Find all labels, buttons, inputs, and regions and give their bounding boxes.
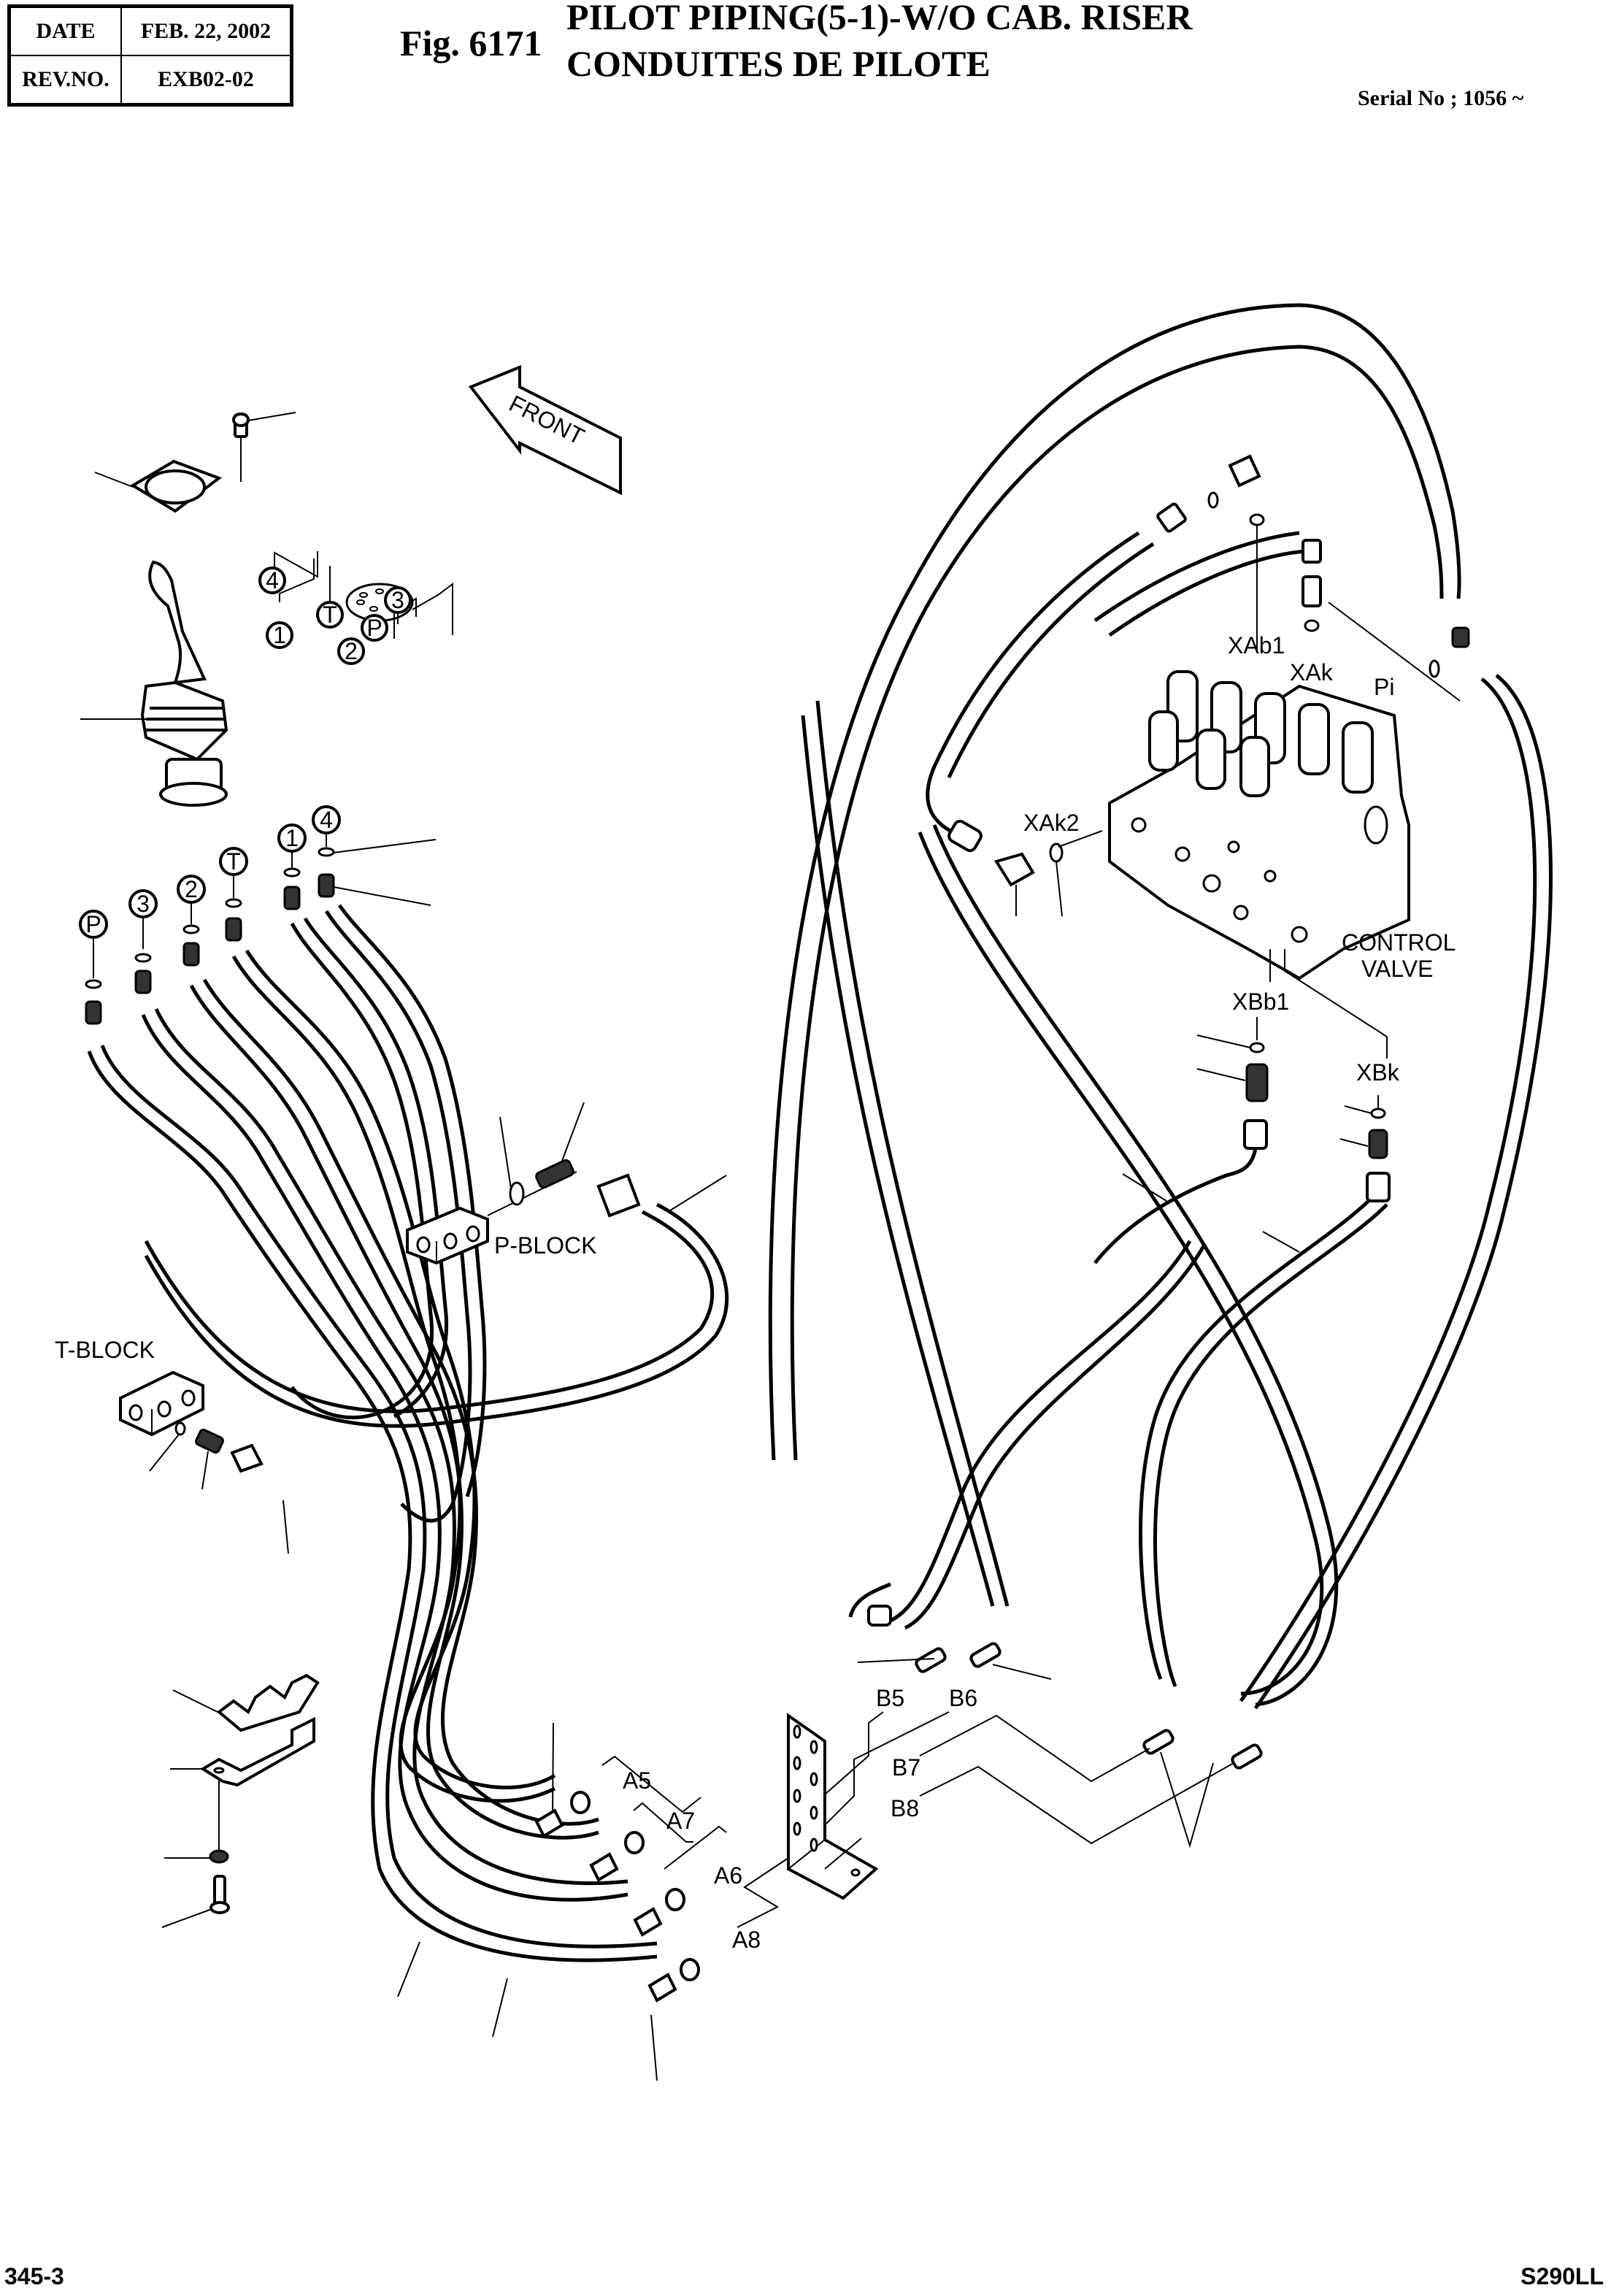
control-valve-label-2: VALVE xyxy=(1361,956,1433,982)
port-label-xbb1: XBb1 xyxy=(1232,988,1289,1015)
figure-number: Fig. 6171 xyxy=(400,23,542,64)
fitting-label-4: 4 xyxy=(312,805,437,906)
a-port-nuts: A5 A7 A6 A8 xyxy=(397,1722,789,2081)
svg-text:P: P xyxy=(366,615,382,641)
bolt-icon xyxy=(232,412,296,482)
port-label-pi: Pi xyxy=(1374,674,1394,700)
xbb1-fitting: XBb1 xyxy=(1093,988,1289,1264)
port-label-xbk: XBk xyxy=(1356,1059,1400,1086)
joystick-hose-bundle xyxy=(87,904,729,1962)
svg-text:T: T xyxy=(323,602,337,628)
p-block: P-BLOCK xyxy=(406,1102,727,1265)
port-label-t: T xyxy=(316,601,344,629)
port-label-p: P xyxy=(361,614,388,642)
clamp-bolt-icon xyxy=(161,1875,230,1928)
svg-text:2: 2 xyxy=(345,638,358,664)
svg-text:3: 3 xyxy=(391,587,404,613)
port-label-b7: B7 xyxy=(892,1754,920,1781)
port-label-2: 2 xyxy=(337,637,365,665)
joystick-lever-icon xyxy=(80,560,228,807)
port-label-3: 3 xyxy=(384,586,412,614)
port-label-a8: A8 xyxy=(732,1927,761,1953)
fitting-label-t: T xyxy=(219,847,248,942)
port-label-a7: A7 xyxy=(666,1808,695,1834)
xbk-fitting: XBk xyxy=(1262,1059,1400,1253)
serial-number: Serial No ; 1056 ~ xyxy=(1358,86,1524,110)
cover-plate-icon xyxy=(94,459,223,513)
t-block: T-BLOCK xyxy=(55,1337,289,1554)
title-english: PILOT PIPING(5-1)-W/O CAB. RISER xyxy=(566,0,1193,37)
svg-text:P: P xyxy=(85,911,101,937)
svg-text:4: 4 xyxy=(266,567,279,594)
port-label-a6: A6 xyxy=(714,1862,742,1889)
port-label-xab1: XAb1 xyxy=(1228,632,1285,659)
svg-text:2: 2 xyxy=(185,876,198,902)
xak2-fitting: XAk2 xyxy=(947,810,1103,917)
b-port-fittings: B5 B6 B7 B8 xyxy=(824,1582,1263,1870)
fitting-label-3: 3 xyxy=(128,889,158,994)
control-valve-label-1: CONTROL xyxy=(1342,929,1456,956)
valve-hose-loop xyxy=(768,303,1553,1710)
svg-text:4: 4 xyxy=(320,807,333,833)
fitting-label-1: 1 xyxy=(277,823,307,910)
fitting-label-2: 2 xyxy=(177,875,206,967)
port-label-xak2: XAk2 xyxy=(1023,810,1079,836)
model-number: S290LL xyxy=(1520,2263,1604,2289)
port-label-xak: XAk xyxy=(1290,659,1334,686)
port-label-b6: B6 xyxy=(949,1685,977,1711)
svg-text:1: 1 xyxy=(285,825,299,851)
date-label: DATE xyxy=(8,5,122,56)
date-value: FEB. 22, 2002 xyxy=(120,5,293,56)
port-label-b5: B5 xyxy=(876,1685,904,1711)
port-label-1: 1 xyxy=(266,621,293,649)
page-number: 345-3 xyxy=(4,2263,64,2289)
port-map-diagram: 4 1 T 2 P 3 xyxy=(258,551,453,665)
port-label-4: 4 xyxy=(258,567,286,594)
svg-text:3: 3 xyxy=(137,891,150,917)
t-block-label: T-BLOCK xyxy=(55,1337,155,1363)
revision-table: DATE FEB. 22, 2002 REV.NO. EXB02-02 xyxy=(7,4,293,107)
svg-text:T: T xyxy=(226,848,241,875)
title-french: CONDUITES DE PILOTE xyxy=(566,43,991,84)
port-label-b8: B8 xyxy=(891,1795,919,1821)
rev-label: REV.NO. xyxy=(8,55,122,106)
washer-icon xyxy=(164,1849,229,1864)
clamp-bracket-icon xyxy=(170,1716,315,1851)
hose-clamp-icon xyxy=(172,1673,320,1732)
valve-top-fittings: XAb1 XAk Pi xyxy=(926,454,1470,842)
svg-text:1: 1 xyxy=(273,622,286,648)
control-valve-icon: CONTROL VALVE xyxy=(1108,670,1456,1059)
joystick-port-fittings: P 3 2 T 1 4 xyxy=(79,805,437,1025)
fitting-label-p: P xyxy=(79,910,108,1025)
rev-value: EXB02-02 xyxy=(120,55,293,106)
p-block-label: P-BLOCK xyxy=(494,1232,596,1259)
front-arrow-icon: FRONT xyxy=(468,365,622,496)
hose-bracket xyxy=(787,1713,879,1900)
port-label-a5: A5 xyxy=(623,1767,651,1794)
